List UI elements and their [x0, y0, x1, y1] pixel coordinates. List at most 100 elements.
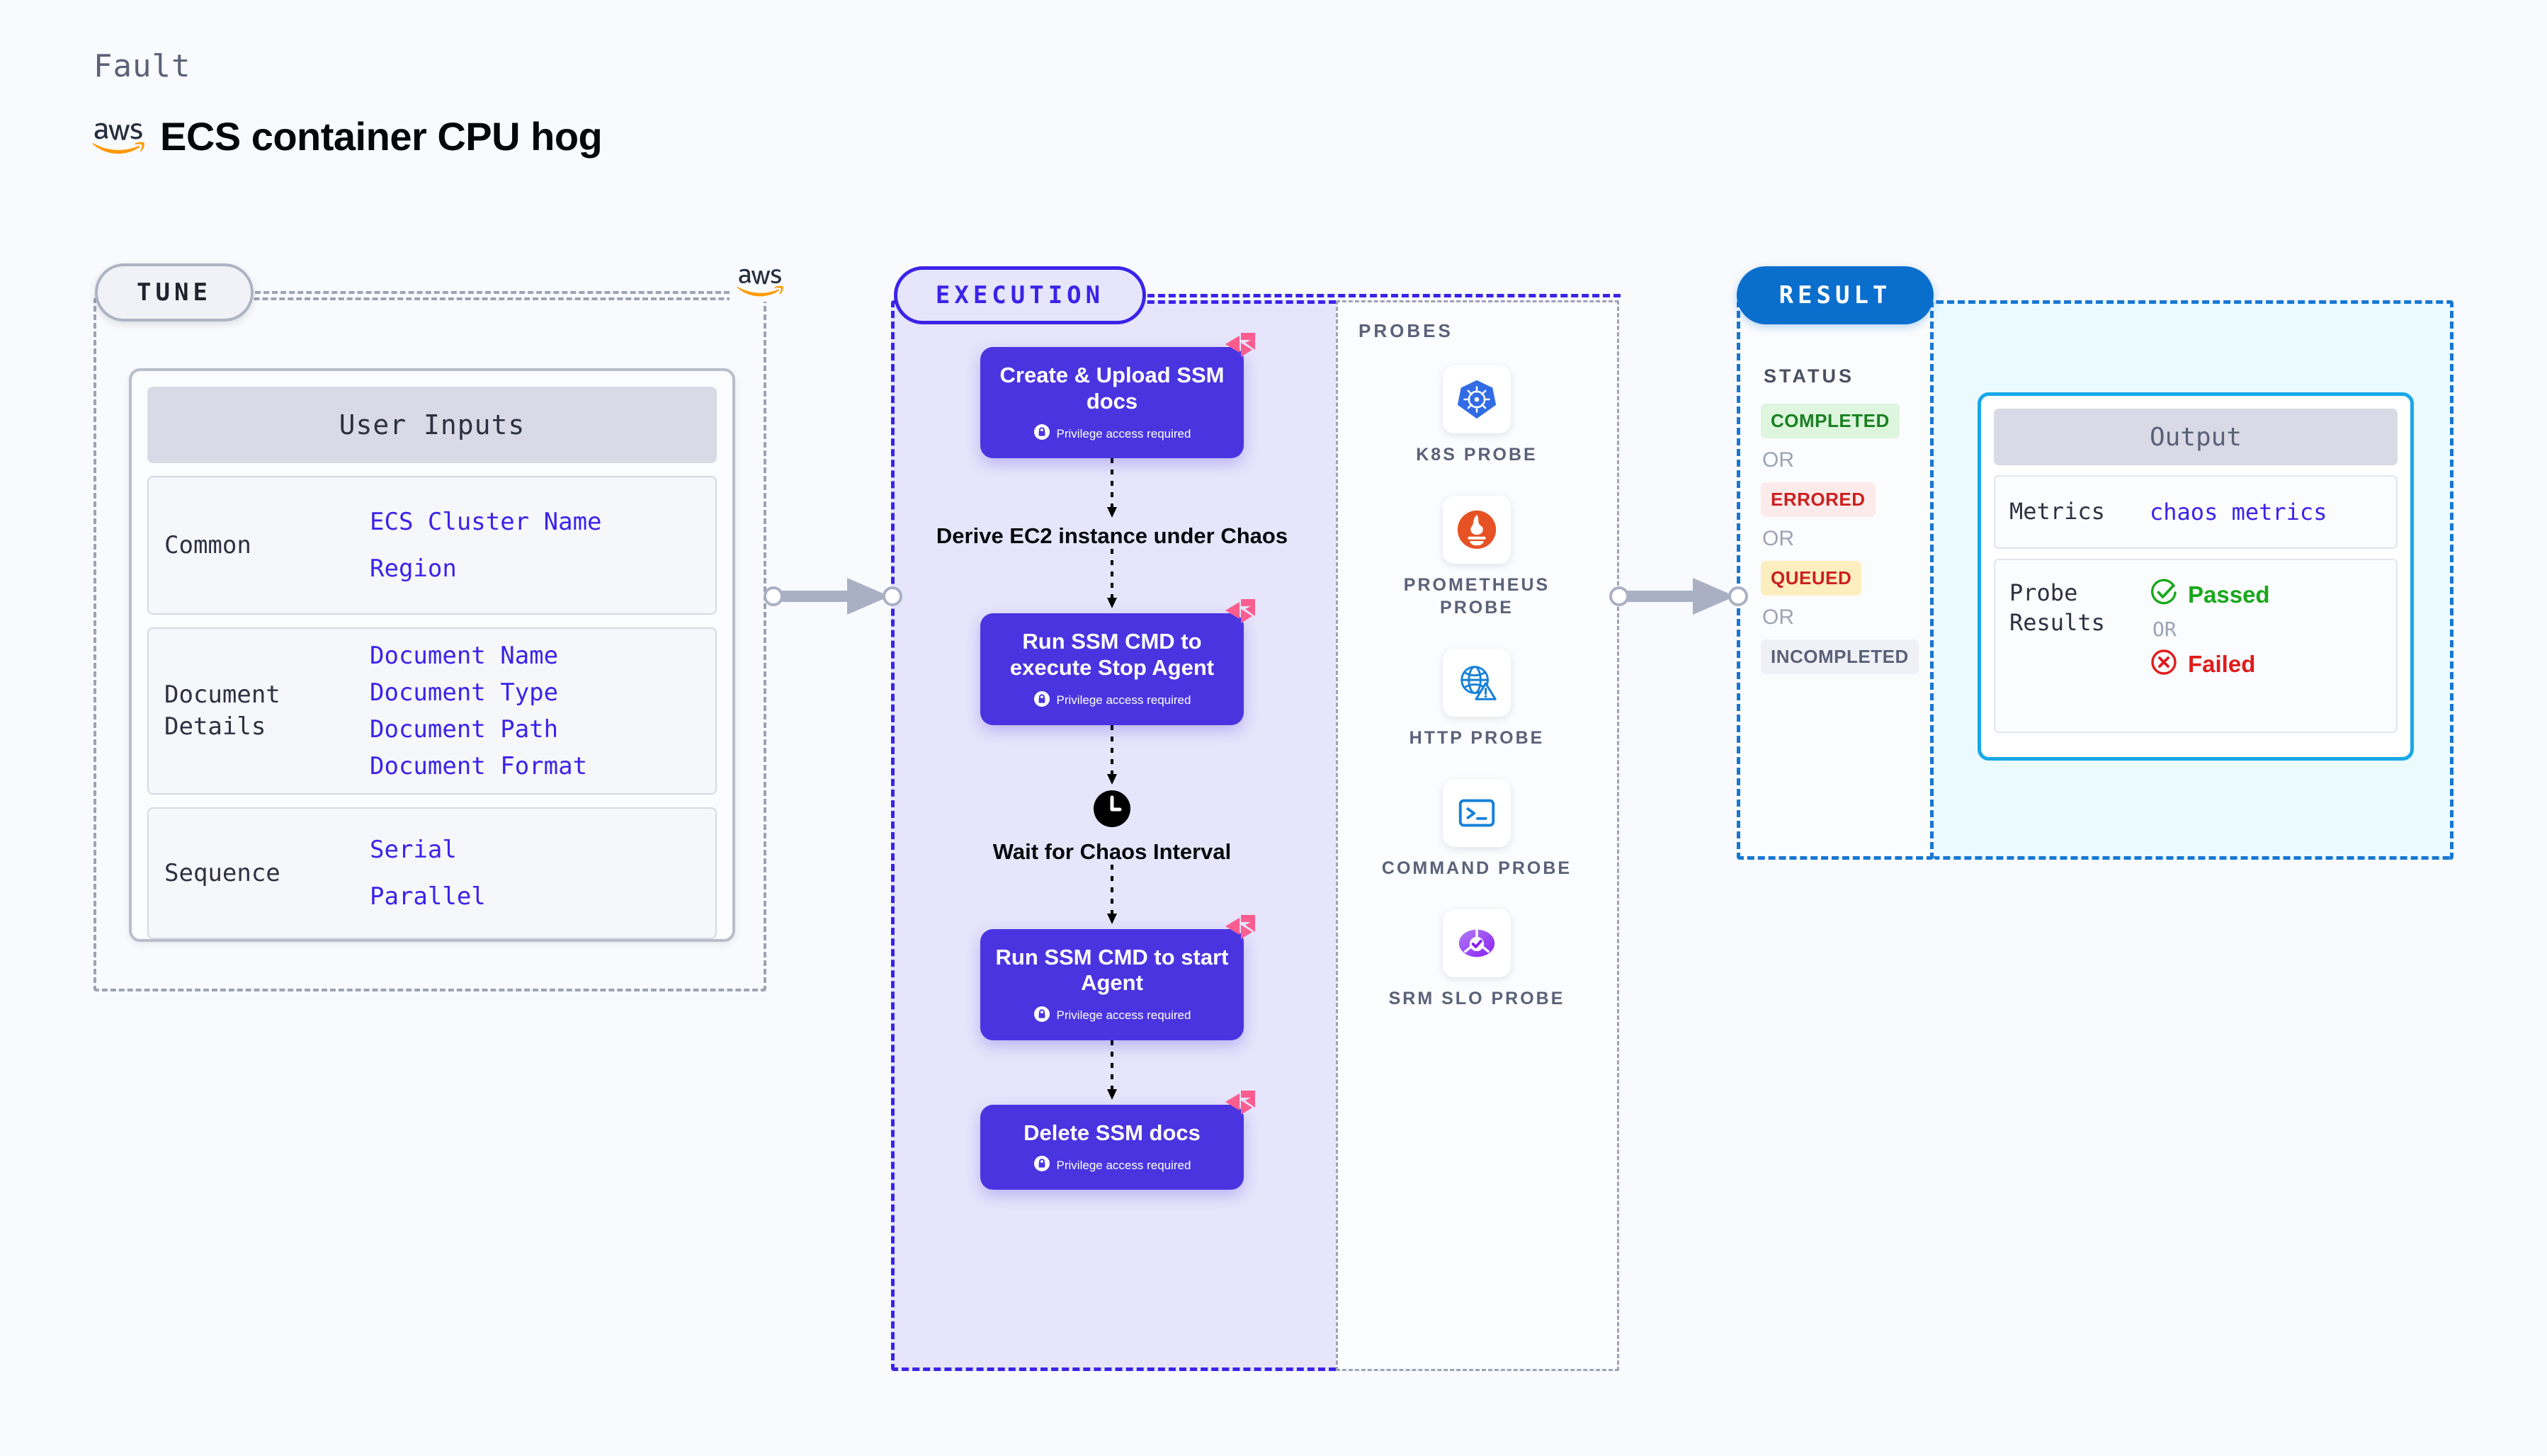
- prometheus-icon: [1443, 496, 1511, 564]
- privilege-note-text: Privilege access required: [1056, 693, 1191, 707]
- connector-tune-to-execution: [764, 574, 902, 622]
- status-badge-incompleted: INCOMPLETED: [1761, 639, 1919, 674]
- probe-item-prometheus[interactable]: PROMETHEUS PROBE: [1367, 496, 1587, 619]
- lock-icon: [1033, 690, 1050, 711]
- tune-badge[interactable]: TUNE: [95, 263, 254, 322]
- flow-arrow-down-icon: [1105, 864, 1119, 929]
- probe-result-passed: Passed: [2150, 579, 2270, 610]
- probes-section-label: PROBES: [1358, 320, 1453, 341]
- tune-group-label: Sequence: [164, 858, 280, 887]
- probe-label: PROMETHEUS PROBE: [1403, 575, 1550, 618]
- tune-group-document-details: Document Details Document Name Document …: [147, 627, 717, 795]
- status-or-label: OR: [1762, 448, 1794, 472]
- litmus-chaos-badge-icon: [1224, 1090, 1255, 1119]
- probe-result-failed: Failed: [2150, 648, 2270, 680]
- execution-node-title: Run SSM CMD to start Agent: [995, 944, 1229, 996]
- probe-item-k8s[interactable]: K8S PROBE: [1416, 365, 1537, 466]
- status-badge-completed: COMPLETED: [1761, 404, 1900, 438]
- privilege-note: Privilege access required: [1033, 423, 1191, 444]
- flow-arrow-down-icon: [1105, 458, 1119, 523]
- tune-group-sequence: Sequence Serial Parallel: [147, 807, 717, 939]
- execution-node-title: Create & Upload SSM docs: [999, 363, 1225, 414]
- tune-value-region[interactable]: Region: [370, 554, 457, 583]
- aws-logo-icon: [92, 118, 144, 155]
- connector-execution-to-result: [1609, 574, 1748, 622]
- kubernetes-icon: [1442, 365, 1511, 433]
- execution-node-derive-ec2-instance: Derive EC2 instance under Chaos: [936, 523, 1288, 549]
- tune-group-label: Document Details: [164, 681, 280, 741]
- output-card: Output Metrics chaos metrics Probe Resul…: [1978, 392, 2414, 761]
- execution-node-wait-for-chaos-interval: Wait for Chaos Interval: [992, 838, 1232, 864]
- x-circle-icon: [2150, 648, 2178, 680]
- privilege-note-text: Privilege access required: [1056, 1158, 1191, 1172]
- output-card-title: Output: [1994, 409, 2398, 465]
- execution-node-create-upload-ssm-docs[interactable]: Create & Upload SSM docs Privilege acces…: [980, 333, 1255, 459]
- tune-group-values: Serial Parallel: [370, 836, 486, 911]
- privilege-note-text: Privilege access required: [1056, 1008, 1191, 1023]
- tune-value-ecs-cluster-name[interactable]: ECS Cluster Name: [370, 508, 602, 536]
- user-inputs-card: User Inputs Common ECS Cluster Name Regi…: [129, 368, 735, 942]
- srm-slo-icon: [1443, 909, 1511, 977]
- probe-result-or-label: OR: [2152, 618, 2177, 641]
- privilege-note-text: Privilege access required: [1056, 426, 1191, 440]
- check-circle-icon: [2150, 579, 2178, 610]
- output-metrics-value[interactable]: chaos metrics: [2150, 499, 2327, 525]
- tune-group-common: Common ECS Cluster Name Region: [147, 476, 717, 615]
- tune-panel-boundary: [93, 297, 766, 991]
- tune-value-document-type[interactable]: Document Type: [370, 678, 559, 707]
- status-or-label: OR: [1762, 605, 1794, 629]
- litmus-chaos-badge-icon: [1224, 599, 1255, 627]
- output-row-metrics: Metrics chaos metrics: [1994, 475, 2398, 549]
- flow-arrow-down-icon: [1105, 724, 1119, 790]
- privilege-note: Privilege access required: [1033, 1155, 1191, 1176]
- probe-result-stack: Passed OR Failed: [2150, 579, 2270, 680]
- tune-group-values: Document Name Document Type Document Pat…: [370, 642, 587, 780]
- probe-label: SRM SLO PROBE: [1388, 989, 1565, 1008]
- privilege-note: Privilege access required: [1033, 1006, 1191, 1026]
- output-probe-results-label: Probe Results: [2009, 579, 2105, 636]
- tune-value-document-name[interactable]: Document Name: [370, 642, 559, 670]
- execution-badge-connector-line: [1147, 294, 1621, 297]
- probe-label: COMMAND PROBE: [1381, 858, 1572, 878]
- probe-item-http[interactable]: HTTP PROBE: [1409, 649, 1545, 749]
- probe-item-command[interactable]: COMMAND PROBE: [1382, 779, 1572, 880]
- result-badge[interactable]: RESULT: [1737, 266, 1934, 324]
- http-globe-icon: [1442, 649, 1511, 717]
- flow-arrow-down-icon: [1105, 1040, 1119, 1105]
- status-badge-queued: QUEUED: [1761, 561, 1862, 596]
- tune-group-values: ECS Cluster Name Region: [370, 508, 602, 583]
- tune-badge-connector-line: [255, 291, 730, 294]
- user-inputs-card-title: User Inputs: [147, 387, 717, 463]
- execution-node-delete-ssm-docs[interactable]: Delete SSM docs Privilege access require…: [980, 1090, 1255, 1190]
- execution-node-run-ssm-cmd-stop-agent[interactable]: Run SSM CMD to execute Stop Agent Privil…: [980, 599, 1255, 725]
- execution-node-title: Run SSM CMD to execute Stop Agent: [1009, 629, 1215, 680]
- probe-item-srm-slo[interactable]: SRM SLO PROBE: [1389, 909, 1565, 1010]
- probe-result-passed-text: Passed: [2188, 581, 2270, 608]
- status-badge-errored: ERRORED: [1761, 482, 1876, 517]
- output-metrics-label: Metrics: [2009, 498, 2105, 525]
- page-eyebrow-label: Fault: [93, 48, 191, 84]
- tune-value-serial[interactable]: Serial: [370, 836, 457, 864]
- result-status-list: COMPLETED OR ERRORED OR QUEUED OR INCOMP…: [1761, 404, 1924, 674]
- page-title: ECS container CPU hog: [160, 114, 603, 159]
- execution-node-title: Delete SSM docs: [1023, 1120, 1201, 1145]
- execution-flow: Create & Upload SSM docs Privilege acces…: [921, 333, 1303, 1190]
- tune-value-document-format[interactable]: Document Format: [370, 752, 588, 780]
- privilege-note: Privilege access required: [1033, 690, 1191, 711]
- probe-result-failed-text: Failed: [2188, 650, 2256, 677]
- litmus-chaos-badge-icon: [1224, 914, 1255, 943]
- tune-value-document-path[interactable]: Document Path: [370, 715, 559, 744]
- terminal-icon: [1442, 779, 1511, 847]
- probe-label: HTTP PROBE: [1409, 728, 1545, 748]
- page-title-row: ECS container CPU hog: [92, 113, 603, 159]
- flow-arrow-down-icon: [1105, 549, 1119, 613]
- tune-value-parallel[interactable]: Parallel: [370, 882, 486, 911]
- result-status-label: STATUS: [1764, 365, 1854, 387]
- clock-icon: [1093, 790, 1131, 831]
- tune-group-label: Common: [164, 530, 251, 559]
- litmus-chaos-badge-icon: [1224, 333, 1255, 361]
- output-row-probe-results: Probe Results Passed OR: [1994, 559, 2398, 733]
- execution-node-run-ssm-cmd-start-agent[interactable]: Run SSM CMD to start Agent Privilege acc…: [980, 914, 1255, 1040]
- execution-badge[interactable]: EXECUTION: [894, 266, 1146, 324]
- probe-label: K8S PROBE: [1416, 445, 1538, 465]
